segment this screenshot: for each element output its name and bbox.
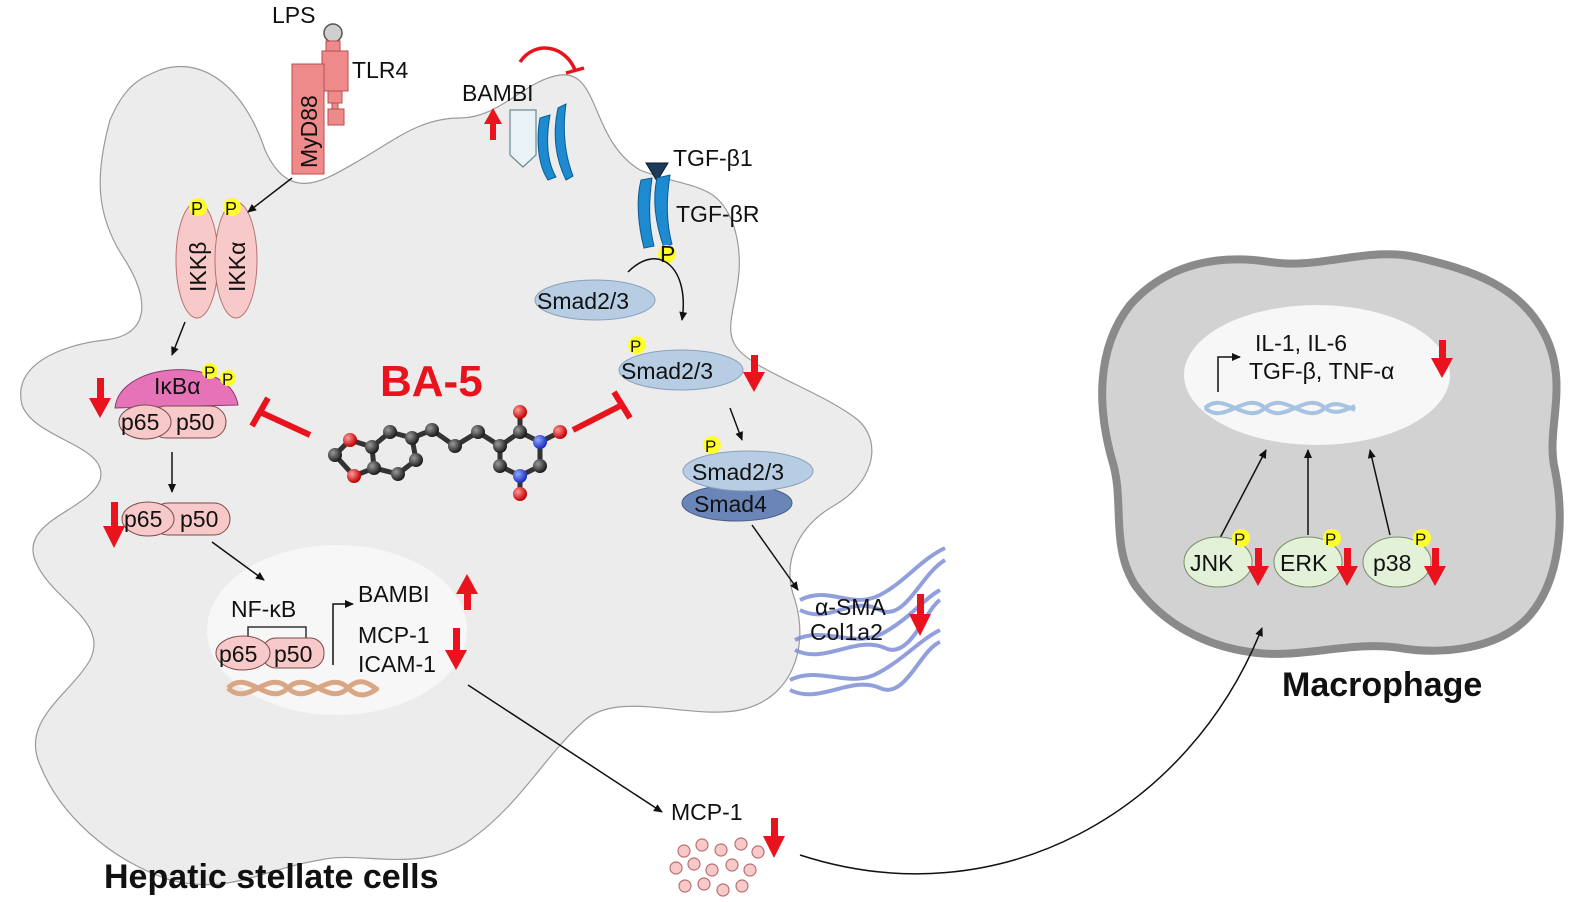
smad23-phosphorylated: Smad2/3 P bbox=[618, 336, 744, 391]
arrow-myd88-to-ikk bbox=[247, 177, 293, 213]
tgf-tnf-label: TGF-β, TNF-α bbox=[1249, 358, 1394, 384]
svg-text:p65: p65 bbox=[219, 641, 257, 667]
transcription-arrow-hsc bbox=[332, 600, 354, 665]
svg-text:Smad2/3: Smad2/3 bbox=[537, 288, 629, 314]
mcp1-down-arrow-secreted bbox=[763, 818, 785, 858]
ikk-alpha: IKKα P bbox=[214, 198, 258, 319]
erk-down-arrow bbox=[1336, 548, 1358, 586]
mcp1-icam1-down-arrow bbox=[445, 628, 467, 670]
p65-p50-down-arrow bbox=[103, 502, 125, 548]
tlr4-receptor bbox=[321, 40, 349, 126]
bambi-associated-receptor bbox=[537, 103, 574, 181]
smad-complex: Smad4 Smad2/3 P bbox=[681, 436, 814, 522]
cytokine-down-arrow bbox=[1431, 340, 1453, 378]
arrow-jnk-to-nucleus bbox=[1219, 449, 1267, 539]
svg-text:P: P bbox=[191, 199, 203, 219]
svg-text:P: P bbox=[204, 363, 215, 382]
ikba-label: IκBα bbox=[154, 373, 201, 399]
bambi-nuclear-up-arrow bbox=[456, 574, 478, 610]
ikkb-label: IKKβ bbox=[185, 242, 211, 292]
ikba-phospho: P P bbox=[202, 363, 236, 389]
svg-text:P: P bbox=[1234, 530, 1245, 549]
svg-text:Smad2/3: Smad2/3 bbox=[692, 459, 784, 485]
bambi-inhibition-arc bbox=[518, 46, 577, 71]
svg-text:P: P bbox=[225, 199, 237, 219]
asma-label: α-SMA bbox=[815, 594, 886, 620]
svg-text:P: P bbox=[630, 337, 641, 356]
svg-text:p65: p65 bbox=[124, 506, 162, 532]
myd88-label: MyD88 bbox=[296, 95, 322, 168]
mcp1-particles bbox=[669, 837, 765, 897]
svg-text:Smad2/3: Smad2/3 bbox=[621, 358, 713, 384]
ikba-protein bbox=[114, 369, 239, 409]
svg-text:p50: p50 bbox=[176, 409, 214, 435]
smad-arrow-2 bbox=[751, 524, 799, 591]
hsc-dna-helix bbox=[226, 679, 380, 698]
transcription-arrow-macrophage bbox=[1217, 353, 1241, 392]
svg-text:P: P bbox=[1415, 530, 1426, 549]
macrophage-title: Macrophage bbox=[1282, 666, 1482, 704]
hsc-nucleus bbox=[207, 545, 467, 715]
ikba-down-arrow bbox=[89, 378, 111, 418]
mcp1-nuclear-label: MCP-1 bbox=[358, 622, 430, 648]
svg-text:JNK: JNK bbox=[1190, 550, 1234, 576]
hsc-title: Hepatic stellate cells bbox=[104, 858, 439, 896]
mcp1-secreted-label: MCP-1 bbox=[671, 799, 743, 825]
myd88-adaptor: MyD88 bbox=[291, 63, 325, 175]
svg-text:p50: p50 bbox=[274, 641, 312, 667]
erk-kinase: ERK P bbox=[1273, 529, 1343, 588]
ba5-molecule bbox=[328, 405, 567, 501]
smad23-down-arrow bbox=[743, 355, 765, 392]
smad-phosphorylation-arc bbox=[627, 258, 688, 321]
svg-text:p50: p50 bbox=[180, 506, 218, 532]
svg-text:ERK: ERK bbox=[1280, 550, 1328, 576]
tgfb-receptor bbox=[637, 174, 673, 249]
nfkb-bracket bbox=[247, 626, 307, 640]
tlr4-label: TLR4 bbox=[352, 57, 408, 83]
macrophage-dna-helix bbox=[1203, 400, 1356, 416]
jnk-kinase: JNK P bbox=[1183, 529, 1253, 588]
ikka-label: IKKα bbox=[224, 242, 250, 292]
ba5-label: BA-5 bbox=[380, 357, 483, 406]
tgfb1-ligand bbox=[645, 162, 669, 182]
lps-ligand bbox=[323, 23, 343, 43]
lps-label: LPS bbox=[272, 2, 315, 28]
arrow-ikk-to-ikba bbox=[171, 321, 186, 356]
p38-down-arrow bbox=[1424, 548, 1446, 586]
nfkb-label: NF-κB bbox=[231, 596, 296, 622]
svg-text:P: P bbox=[1325, 530, 1336, 549]
ba5-inhibit-right bbox=[571, 390, 633, 433]
svg-text:Smad4: Smad4 bbox=[694, 491, 767, 517]
tgfbr-label: TGF-βR bbox=[676, 201, 760, 227]
svg-text:p65: p65 bbox=[121, 409, 159, 435]
p65-p50-cytoplasm-1: p65 p50 bbox=[118, 404, 227, 440]
svg-text:P: P bbox=[222, 370, 233, 389]
p65-p50-nuclear: p65 p50 bbox=[215, 635, 325, 671]
ba5-inhibit-left bbox=[249, 396, 312, 438]
svg-text:P: P bbox=[705, 437, 716, 456]
bambi-nuclear-label: BAMBI bbox=[358, 581, 430, 607]
bambi-top-label: BAMBI bbox=[462, 80, 534, 106]
p65-p50-cytoplasm-2: p65 p50 bbox=[121, 501, 231, 537]
svg-text:p38: p38 bbox=[1373, 550, 1411, 576]
smad-arrow-1 bbox=[729, 407, 743, 441]
bambi-pseudoreceptor bbox=[509, 109, 537, 168]
collagen-fibers bbox=[789, 546, 947, 697]
arrow-p38-to-nucleus bbox=[1367, 449, 1391, 536]
bambi-up-arrow bbox=[484, 108, 502, 140]
p38-kinase: p38 P bbox=[1362, 529, 1432, 588]
smad23-unphosphorylated: Smad2/3 bbox=[534, 279, 656, 321]
jnk-down-arrow bbox=[1247, 548, 1269, 586]
tgfb1-label: TGF-β1 bbox=[673, 145, 753, 171]
col1a2-label: Col1a2 bbox=[810, 619, 883, 645]
macrophage-nucleus bbox=[1184, 305, 1450, 445]
il-label: IL-1, IL-6 bbox=[1255, 330, 1347, 356]
asma-col1a2-down-arrow bbox=[909, 594, 931, 636]
arrow-mcp1-to-macrophage bbox=[799, 627, 1263, 875]
icam1-label: ICAM-1 bbox=[358, 651, 436, 677]
arrow-p65p50-to-nucleus bbox=[211, 541, 265, 581]
arrow-to-secreted-mcp1 bbox=[467, 684, 663, 813]
ikk-beta: IKKβ P bbox=[175, 198, 219, 319]
